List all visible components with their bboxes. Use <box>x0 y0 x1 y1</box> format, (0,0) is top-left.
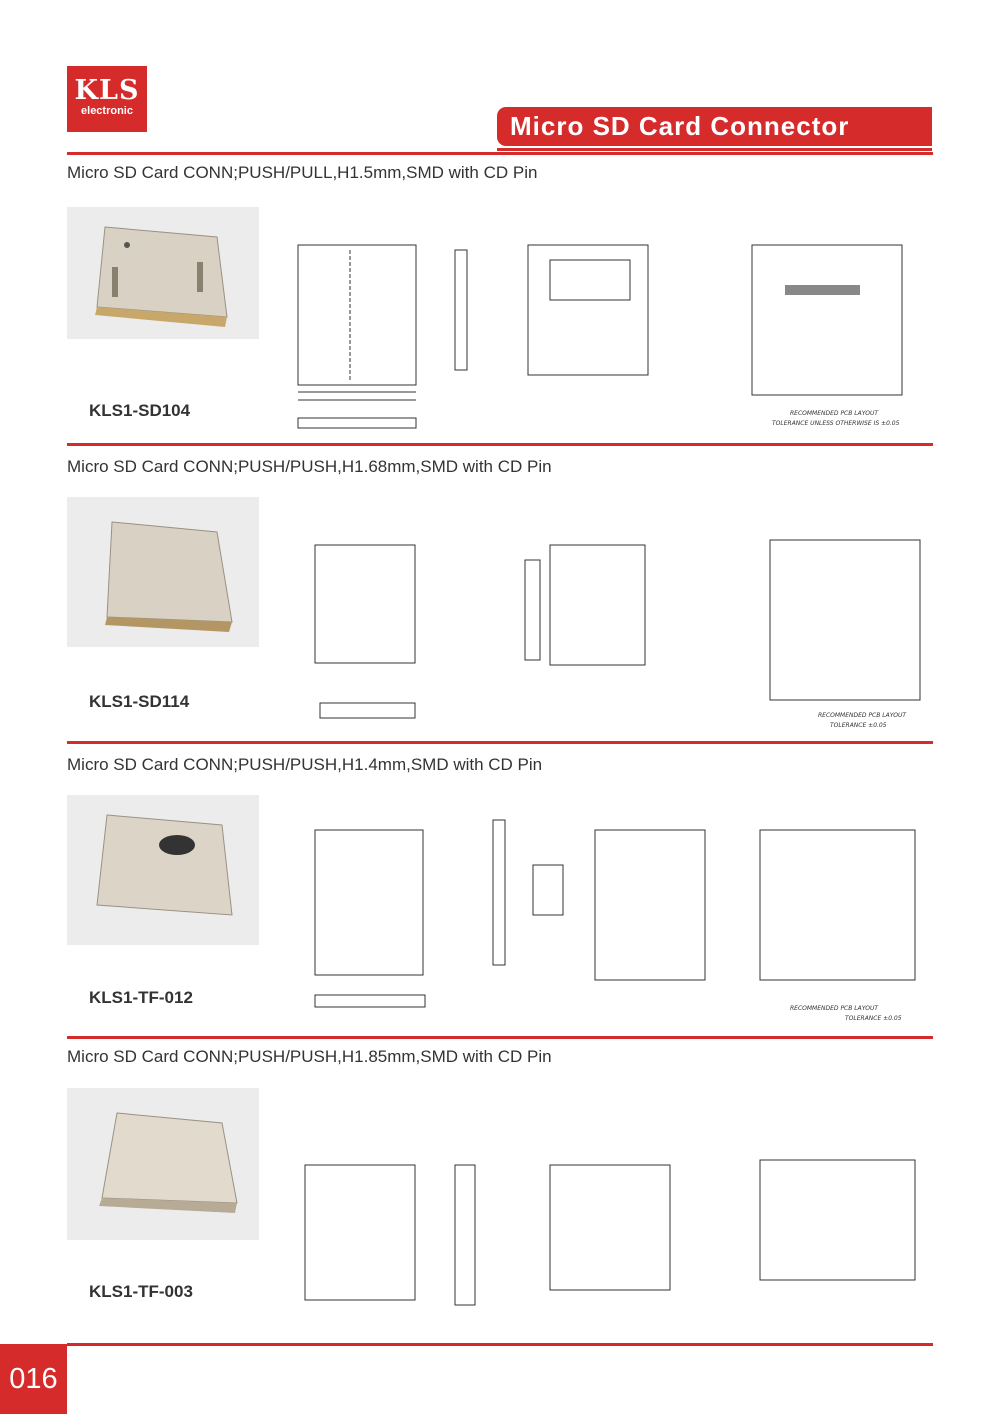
section-divider-3 <box>67 1036 933 1039</box>
drawing-tf012-top <box>314 829 426 1008</box>
product-photo-sd104 <box>67 207 259 339</box>
drawing-sd104-bottom <box>527 244 649 376</box>
pcb-note-sd114: RECOMMENDED PCB LAYOUT <box>818 712 907 719</box>
page-number: 016 <box>0 1344 67 1414</box>
drawing-tf003-pcb <box>759 1159 916 1281</box>
header-divider <box>67 152 933 155</box>
drawing-tf012-side <box>492 819 564 966</box>
drawing-sd114-pcb: RECOMMENDED PCB LAYOUT TOLERANCE ±0.05 <box>769 539 921 729</box>
product-photo-tf003 <box>67 1088 259 1240</box>
section-heading-tf012: Micro SD Card CONN;PUSH/PUSH,H1.4mm,SMD … <box>67 755 543 774</box>
drawing-sd114-top <box>314 544 416 719</box>
model-tf012: KLS1-TF-012 <box>89 988 193 1007</box>
pcb-note-sd104: RECOMMENDED PCB LAYOUT <box>790 410 879 417</box>
footer-divider <box>67 1343 933 1346</box>
logo-text: KLS <box>74 75 140 106</box>
tolerance-sd104: TOLERANCE UNLESS OTHERWISE IS ±0.05 <box>772 420 900 427</box>
section-divider-1 <box>67 443 933 446</box>
drawing-tf012-bottom <box>594 829 706 981</box>
section-heading-tf003: Micro SD Card CONN;PUSH/PUSH,H1.85mm,SMD… <box>67 1047 552 1066</box>
drawing-tf003-top <box>304 1164 476 1306</box>
connector-photo-icon <box>96 814 233 916</box>
product-photo-sd114 <box>67 497 259 647</box>
drawing-tf003-bottom <box>549 1164 671 1291</box>
tolerance-tf012: TOLERANCE ±0.05 <box>845 1015 902 1022</box>
model-sd114: KLS1-SD114 <box>89 692 190 711</box>
section-heading-sd114: Micro SD Card CONN;PUSH/PUSH,H1.68mm,SMD… <box>67 457 552 476</box>
connector-photo-icon <box>95 226 228 327</box>
drawing-sd104-top <box>297 244 468 429</box>
page-title: Micro SD Card Connector <box>497 107 932 146</box>
title-underline <box>497 148 932 151</box>
section-divider-2 <box>67 741 933 744</box>
model-sd104: KLS1-SD104 <box>89 401 191 420</box>
tolerance-sd114: TOLERANCE ±0.05 <box>830 722 887 729</box>
drawing-sd114-bottom <box>524 544 646 666</box>
connector-photo-icon <box>105 521 233 632</box>
drawing-sd104-pcb: RECOMMENDED PCB LAYOUT TOLERANCE UNLESS … <box>751 244 903 427</box>
logo-subtext: electronic <box>81 105 133 117</box>
model-tf003: KLS1-TF-003 <box>89 1282 193 1301</box>
section-heading-sd104: Micro SD Card CONN;PUSH/PULL,H1.5mm,SMD … <box>67 163 538 182</box>
product-photo-tf012 <box>67 795 259 945</box>
pcb-note-tf012: RECOMMENDED PCB LAYOUT <box>790 1005 879 1012</box>
kls-logo: KLS electronic <box>67 66 147 132</box>
drawing-tf012-pcb: RECOMMENDED PCB LAYOUT TOLERANCE ±0.05 <box>759 829 916 1022</box>
connector-photo-icon <box>99 1112 238 1213</box>
